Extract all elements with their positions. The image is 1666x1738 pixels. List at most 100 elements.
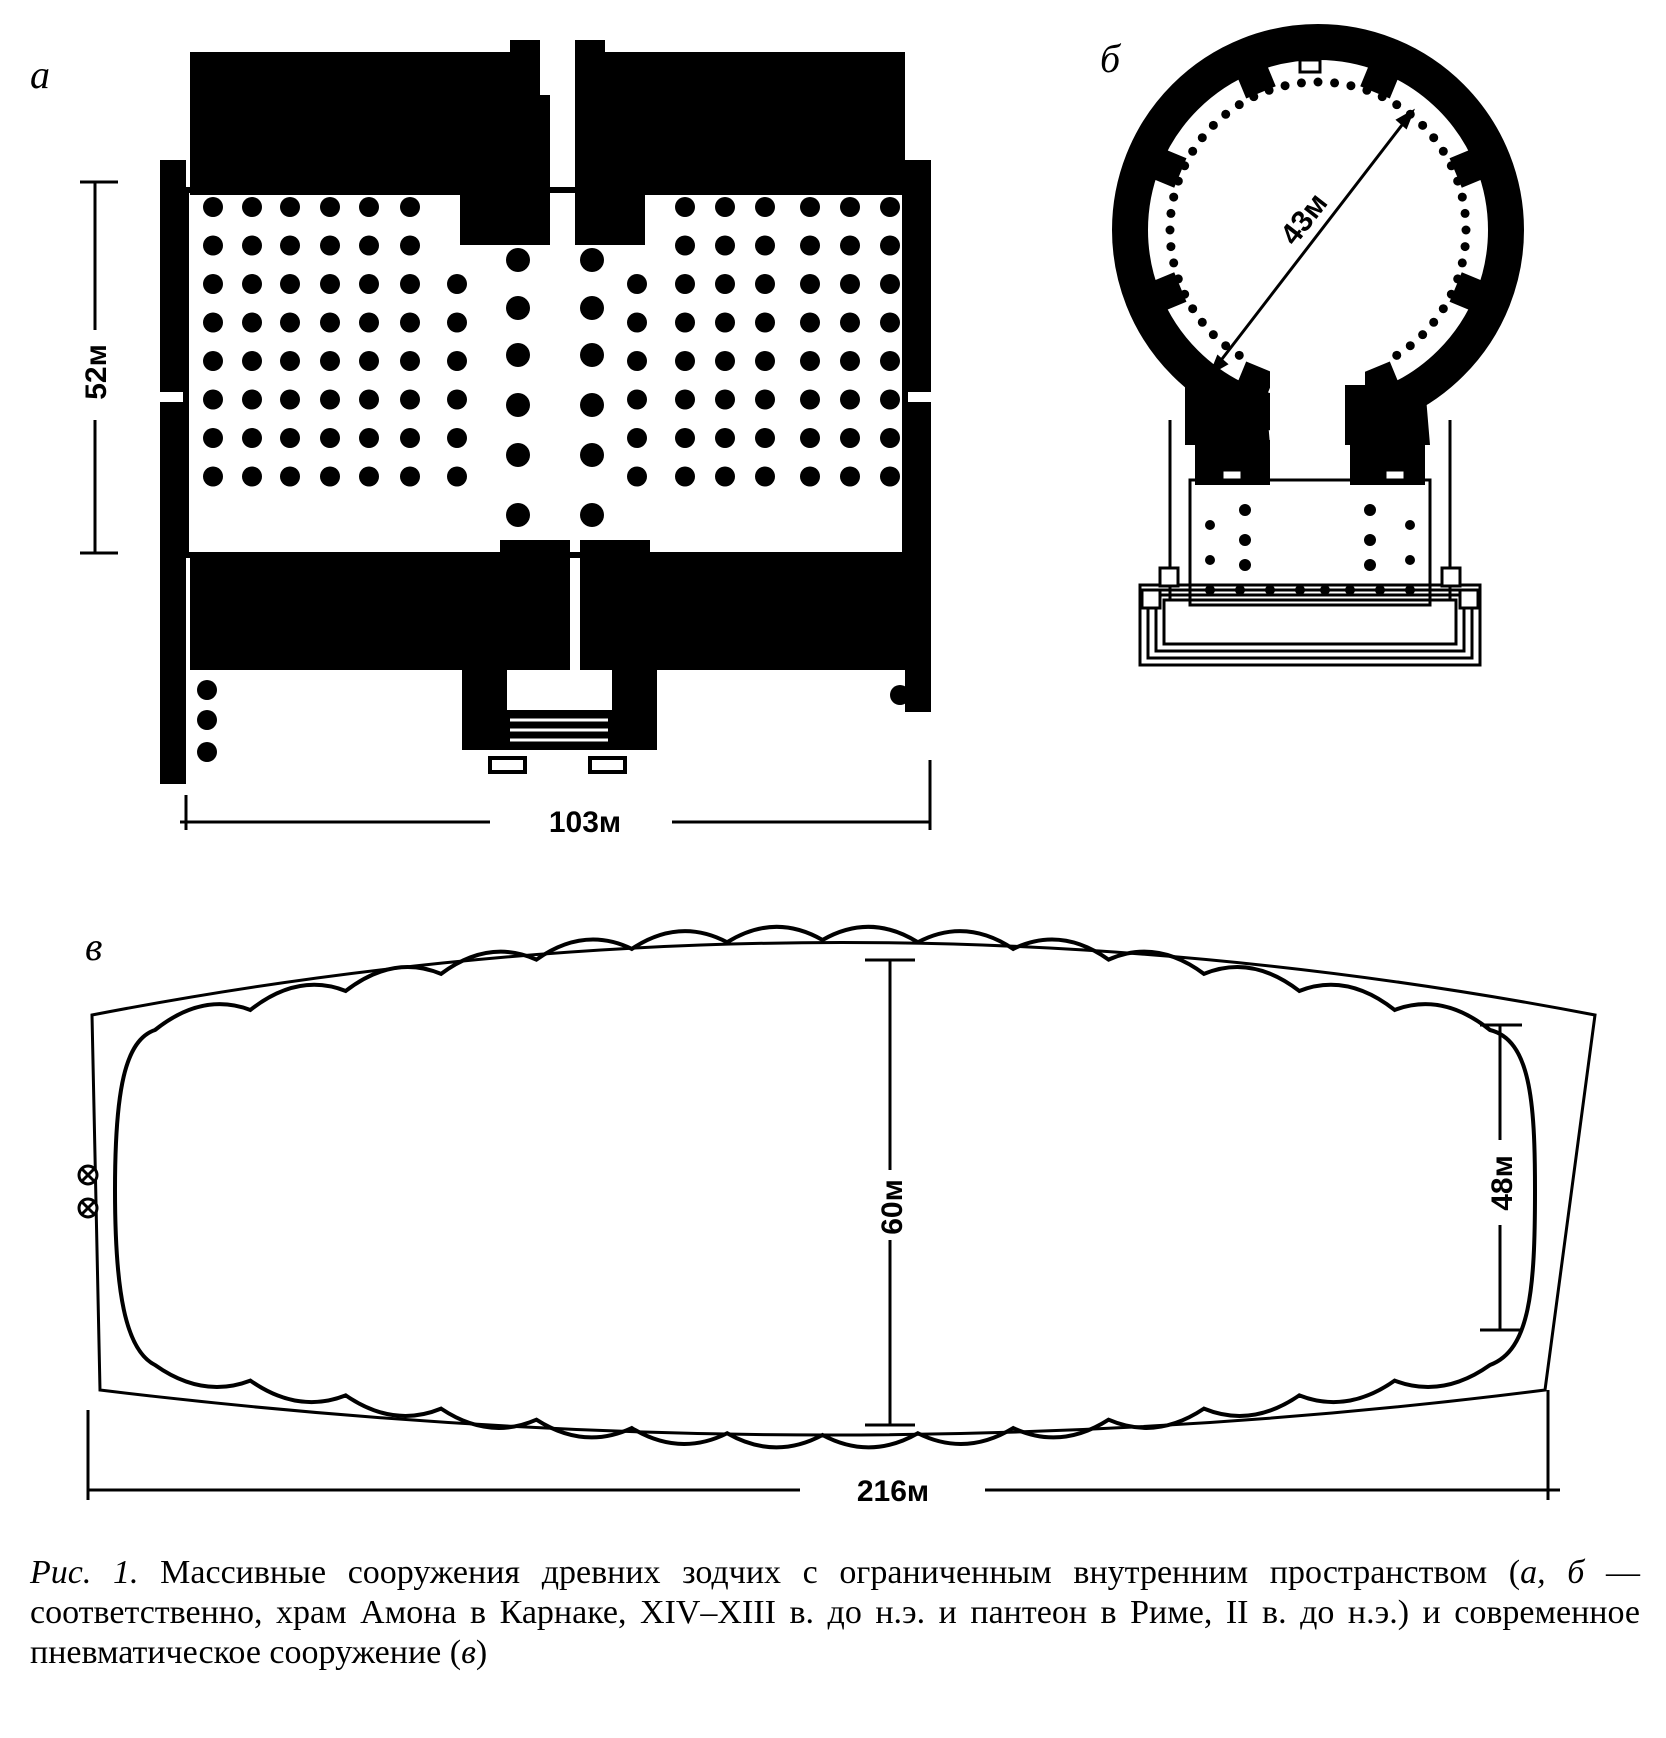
- temple-column: [447, 466, 467, 487]
- apse-niche: [1298, 58, 1322, 74]
- temple-column: [447, 428, 467, 448]
- rotunda-column: [1330, 78, 1340, 88]
- temple-column: [359, 428, 379, 448]
- temple-column: [627, 428, 647, 448]
- temple-column: [280, 389, 300, 410]
- rotunda-column: [1453, 176, 1463, 186]
- rotunda-column: [1453, 274, 1463, 284]
- courtyard-column: [890, 685, 910, 705]
- rotunda-column: [1188, 304, 1198, 314]
- temple-column: [242, 312, 262, 333]
- temple-column: [400, 312, 420, 333]
- temple-column: [242, 466, 262, 487]
- temple-column: [840, 197, 860, 217]
- temple-column: [320, 312, 340, 333]
- rotunda-column: [1429, 317, 1439, 327]
- temple-column: [840, 389, 860, 410]
- temple-column: [447, 274, 467, 294]
- temple-entrance: [488, 670, 627, 774]
- temple-column: [280, 235, 300, 256]
- temple-column: [880, 351, 900, 371]
- portico-column: [1205, 555, 1215, 565]
- temple-column: [755, 274, 775, 294]
- temple-column: [880, 428, 900, 448]
- rotunda-column: [1457, 258, 1467, 268]
- temple-column: [359, 466, 379, 487]
- portico-column: [1364, 534, 1376, 546]
- temple-column: [359, 351, 379, 371]
- nave-column: [506, 343, 530, 367]
- rotunda-column: [1460, 208, 1470, 218]
- temple-column: [627, 389, 647, 410]
- portico-column: [1405, 555, 1415, 565]
- temple-column: [203, 389, 223, 410]
- rotunda-column: [1418, 330, 1428, 340]
- portico-column: [1345, 585, 1355, 595]
- temple-column: [800, 428, 820, 448]
- nave-column: [580, 393, 604, 417]
- temple-column: [359, 197, 379, 217]
- temple-column: [800, 312, 820, 333]
- temple-column: [675, 274, 695, 294]
- rotunda-column: [1208, 120, 1218, 130]
- temple-column: [840, 466, 860, 487]
- temple-column: [447, 351, 467, 371]
- dimension-216m: [86, 1390, 1560, 1500]
- temple-column: [203, 235, 223, 256]
- portico-column: [1364, 504, 1376, 516]
- temple-column: [320, 351, 340, 371]
- portico-column: [1364, 559, 1376, 571]
- rotunda-column: [1165, 225, 1175, 235]
- temple-column: [840, 351, 860, 371]
- portico-column: [1239, 534, 1251, 546]
- dimension-43m-label: 43м: [1274, 187, 1334, 251]
- temple-column: [242, 351, 262, 371]
- nave-column: [506, 393, 530, 417]
- temple-column: [447, 389, 467, 410]
- caption-letter-v: в: [461, 1634, 476, 1671]
- temple-column: [242, 197, 262, 217]
- rotunda-column: [1180, 161, 1190, 171]
- panel-a-temple-plan: а: [30, 40, 932, 839]
- temple-column: [359, 235, 379, 256]
- nave-column: [506, 248, 530, 272]
- temple-column: [320, 389, 340, 410]
- temple-column: [320, 466, 340, 487]
- caption-part3: ): [475, 1634, 488, 1671]
- rotunda-column: [1208, 330, 1218, 340]
- portico-column: [1239, 504, 1251, 516]
- temple-column: [715, 197, 735, 217]
- temple-column: [880, 389, 900, 410]
- temple-column: [359, 274, 379, 294]
- rotunda-column: [1418, 120, 1428, 130]
- rotunda-column: [1188, 146, 1198, 156]
- temple-column: [755, 235, 775, 256]
- nave-column: [580, 296, 604, 320]
- rotunda-column: [1362, 85, 1372, 95]
- figure-caption: Рис. 1. Массивные сооружения древних зод…: [30, 1553, 1640, 1673]
- dimension-60m-label: 60м: [876, 1179, 909, 1235]
- panel-v-pneumatic-structure: в 60м 48м: [77, 924, 1597, 1508]
- temple-column: [280, 274, 300, 294]
- rotunda-column: [1221, 109, 1231, 119]
- rotunda-column: [1438, 146, 1448, 156]
- outer-shell: [90, 941, 1597, 1437]
- temple-column: [675, 428, 695, 448]
- temple-column: [203, 351, 223, 371]
- hypostyle-hall-outline: [183, 187, 908, 558]
- temple-column: [320, 428, 340, 448]
- temple-column: [627, 312, 647, 333]
- temple-column: [400, 197, 420, 217]
- temple-column: [880, 312, 900, 333]
- temple-column: [242, 389, 262, 410]
- temple-column: [800, 389, 820, 410]
- nave-column: [506, 296, 530, 320]
- temple-column: [840, 428, 860, 448]
- temple-column: [320, 235, 340, 256]
- temple-column: [359, 312, 379, 333]
- rotunda-column: [1438, 304, 1448, 314]
- temple-column: [675, 312, 695, 333]
- temple-column: [800, 351, 820, 371]
- rotunda-column: [1446, 289, 1456, 299]
- nave-column: [580, 343, 604, 367]
